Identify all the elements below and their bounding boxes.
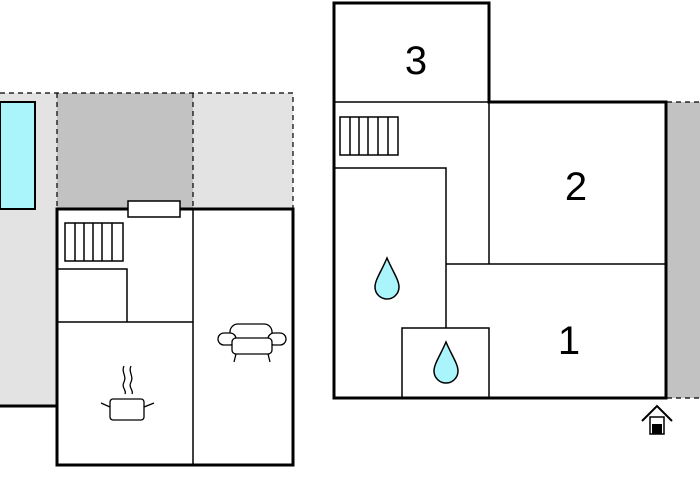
room-number-1: 1 [558,319,580,363]
entrance-icon [641,404,673,435]
water-drop-icon [374,256,400,300]
right-building: 3 2 1 [332,1,700,435]
terrace-area [667,102,700,398]
room-number-3: 3 [405,39,427,83]
inner-wall [334,167,447,328]
terrace-boundary [667,101,700,399]
outer-wall-right [332,1,668,400]
stairs-icon [339,116,399,156]
inner-wall [57,268,128,322]
inner-wall [401,327,490,398]
room-number-2: 2 [565,165,587,209]
sofa-icon [217,323,287,363]
terrace-area-right [193,93,293,209]
outer-wall-left [0,207,295,467]
left-building [0,92,295,467]
covered-terrace-area [57,93,193,209]
pool [0,101,36,210]
window-bar [127,200,181,218]
water-drop-icon [433,340,459,384]
terrace-boundary [0,92,294,209]
stairs-icon [64,222,124,262]
cooking-pot-icon [100,365,155,421]
